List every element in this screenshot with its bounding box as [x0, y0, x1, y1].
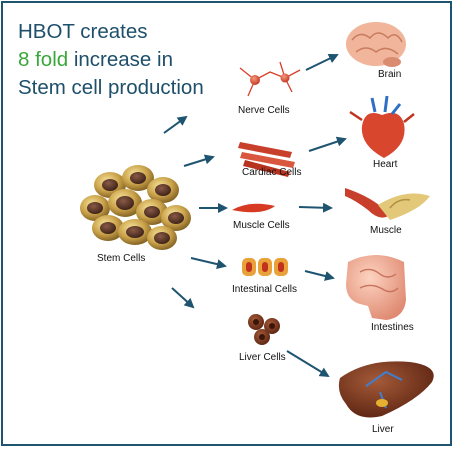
arrow-muscle-to-muscle [298, 202, 333, 213]
brain-label: Brain [378, 69, 402, 80]
arrow-intestinal-to-intestines [304, 270, 335, 281]
arrow-cardiac-to-heart [308, 136, 347, 152]
arrow-liver-to-liver [286, 350, 330, 378]
title-line-2: 8 fold increase in [18, 46, 204, 74]
cardiac-cells-icon [238, 142, 295, 177]
brain-icon [346, 22, 406, 67]
heart-icon [349, 95, 415, 158]
liver-label: Liver [372, 424, 394, 435]
liver-cells-label: Liver Cells [239, 352, 286, 363]
title-highlight: 8 fold [18, 48, 69, 71]
muscle-label: Muscle [370, 225, 402, 236]
arrow-stem-to-liver [171, 287, 195, 309]
nerve-cells-icon [239, 61, 301, 97]
nerve-cells-label: Nerve Cells [238, 105, 290, 116]
intestinal-cells-icon [242, 258, 288, 276]
muscle-cell-icon [232, 203, 275, 213]
stem-cells-label: Stem Cells [97, 253, 146, 264]
arrow-stem-to-intestinal [190, 257, 227, 270]
intestines-label: Intestines [371, 322, 414, 333]
intestines-icon [346, 255, 406, 320]
muscle-icon [345, 188, 430, 220]
liver-cells-icon [248, 314, 280, 345]
muscle-cells-label: Muscle Cells [233, 220, 290, 231]
intestinal-cells-label: Intestinal Cells [232, 284, 298, 295]
arrow-stem-to-nerve [163, 115, 188, 134]
liver-icon [338, 361, 434, 418]
title-line-1: HBOT creates [18, 20, 148, 43]
title-line-3: Stem cell production [18, 76, 204, 99]
stem-cells-icon [80, 165, 191, 250]
arrow-stem-to-cardiac [183, 154, 215, 167]
arrow-nerve-to-brain [305, 53, 339, 71]
cardiac-cells-label: Cardiac Cells [242, 167, 302, 178]
diagram-title: HBOT creates 8 fold increase in Stem cel… [18, 18, 204, 102]
title-line-2-rest: increase in [68, 48, 173, 71]
heart-label: Heart [373, 159, 398, 170]
